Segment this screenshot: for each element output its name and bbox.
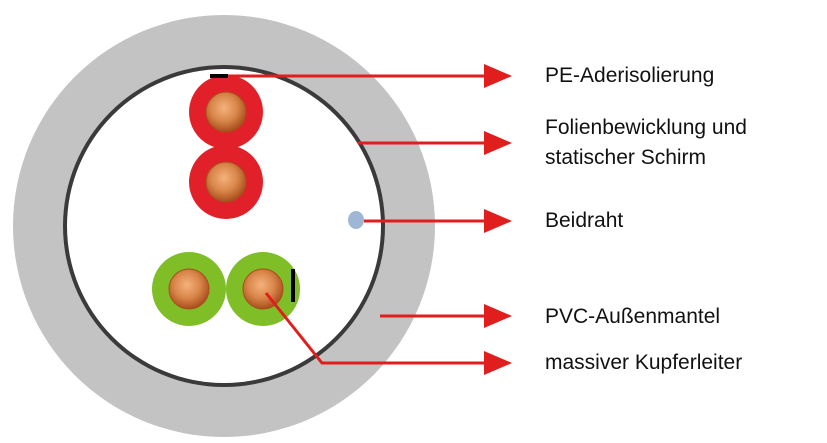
- arrow-head-foil: [484, 131, 512, 155]
- arrow-head-jacket: [484, 304, 512, 328]
- label-pvc-jacket: PVC-Außenmantel: [545, 305, 721, 328]
- red-core-bottom: [189, 145, 263, 219]
- green-core-left: [152, 252, 226, 326]
- arrow-head-conductor: [484, 351, 512, 375]
- green-core-right: [226, 252, 300, 326]
- insulation-marker-vertical: [291, 269, 295, 302]
- label-pe-insulation: PE-Aderisolierung: [545, 64, 715, 87]
- arrow-head-drain: [484, 209, 512, 233]
- red-core-top: [189, 75, 263, 149]
- cable-interior: [67, 69, 381, 383]
- label-copper-conductor: massiver Kupferleiter: [545, 351, 743, 374]
- arrow-head-insulation: [484, 64, 512, 88]
- label-drain-wire: Beidraht: [545, 209, 624, 232]
- insulation-marker-horizontal: [210, 74, 228, 78]
- pointer-line-conductor: [264, 292, 488, 365]
- label-foil-shield-line2: statischer Schirm: [545, 146, 707, 169]
- label-foil-shield-line1: Folienbewicklung und: [545, 116, 747, 139]
- drain-wire: [348, 211, 364, 229]
